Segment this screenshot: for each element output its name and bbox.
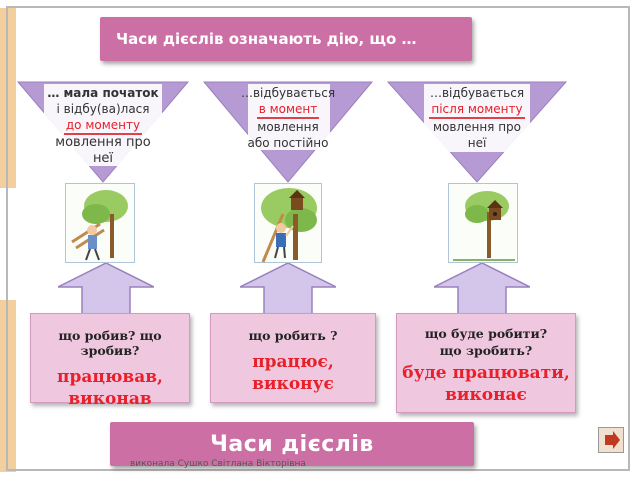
tri-past-line4: неї: [92, 151, 114, 166]
up-arrow-future: [434, 263, 530, 315]
page-title: Часи дієслів означають дію, що …: [116, 30, 417, 48]
triangle-future-shape: [386, 81, 568, 183]
question-future-2: що зробить?: [439, 343, 533, 358]
tri-present-line2: мовлення: [257, 120, 319, 134]
answer-future-2: виконає: [445, 385, 527, 405]
tri-past-line1: … мала початок: [47, 86, 159, 100]
up-arrow-present: [240, 263, 336, 315]
picture-past: [65, 183, 135, 263]
box-future: що буде робити? що зробить? буде працюва…: [396, 313, 576, 413]
next-arrow-icon: [605, 431, 620, 449]
question-present: що робить ?: [248, 328, 338, 343]
triangle-past: … мала початок і відбу(ва)лася до момент…: [16, 81, 190, 183]
up-arrow-past: [58, 263, 154, 315]
triangle-future: …відбувається після моменту мовлення про…: [386, 81, 568, 183]
question-past: що робив? що зробив?: [58, 328, 162, 358]
footer-title: Часи дієслів: [210, 431, 374, 457]
birdhouse-tree-icon: [453, 191, 515, 261]
title-banner: Часи дієслів означають дію, що …: [100, 17, 472, 61]
tri-present-line1: …відбувається: [240, 86, 336, 100]
box-present: що робить ? працює, виконує: [210, 313, 376, 403]
tri-future-line1: …відбувається: [429, 86, 525, 100]
answer-past-2: виконав: [68, 389, 152, 409]
author-credit: виконала Сушко Світлана Вікторівна: [130, 459, 306, 469]
box-past: що робив? що зробив? працював, виконав: [30, 313, 190, 409]
answer-past-1: працював,: [57, 367, 163, 387]
tri-present-line3: або постійно: [247, 136, 329, 150]
tri-past-red: до моменту: [63, 117, 143, 135]
triangle-past-shape: [16, 81, 190, 183]
tri-future-line3: неї: [467, 136, 487, 150]
side-stripe-bottom: [0, 300, 16, 472]
worker-building-birdhouse-icon: [261, 188, 317, 263]
question-future-1: що буде робити?: [424, 326, 548, 341]
picture-future: [448, 183, 518, 263]
tri-past-line2: і відбу(ва)лася: [56, 102, 150, 116]
tri-future-red: після моменту: [429, 101, 525, 119]
triangle-present: …відбувається в момент мовлення або пост…: [202, 81, 374, 183]
side-stripe-top: [0, 8, 16, 188]
answer-present-1: працює,: [252, 352, 334, 372]
answer-future-1: буде працювати,: [402, 363, 570, 383]
worker-with-ladder-icon: [71, 190, 128, 261]
tri-past-line3: мовлення про: [55, 135, 151, 150]
tri-present-red: в момент: [256, 101, 320, 119]
slide-frame: [6, 6, 630, 471]
picture-present: [254, 183, 322, 263]
answer-present-2: виконує: [252, 374, 334, 394]
next-slide-button[interactable]: [598, 427, 624, 453]
footer-banner: Часи дієслів: [110, 422, 474, 466]
tri-future-line2: мовлення про: [432, 120, 522, 134]
